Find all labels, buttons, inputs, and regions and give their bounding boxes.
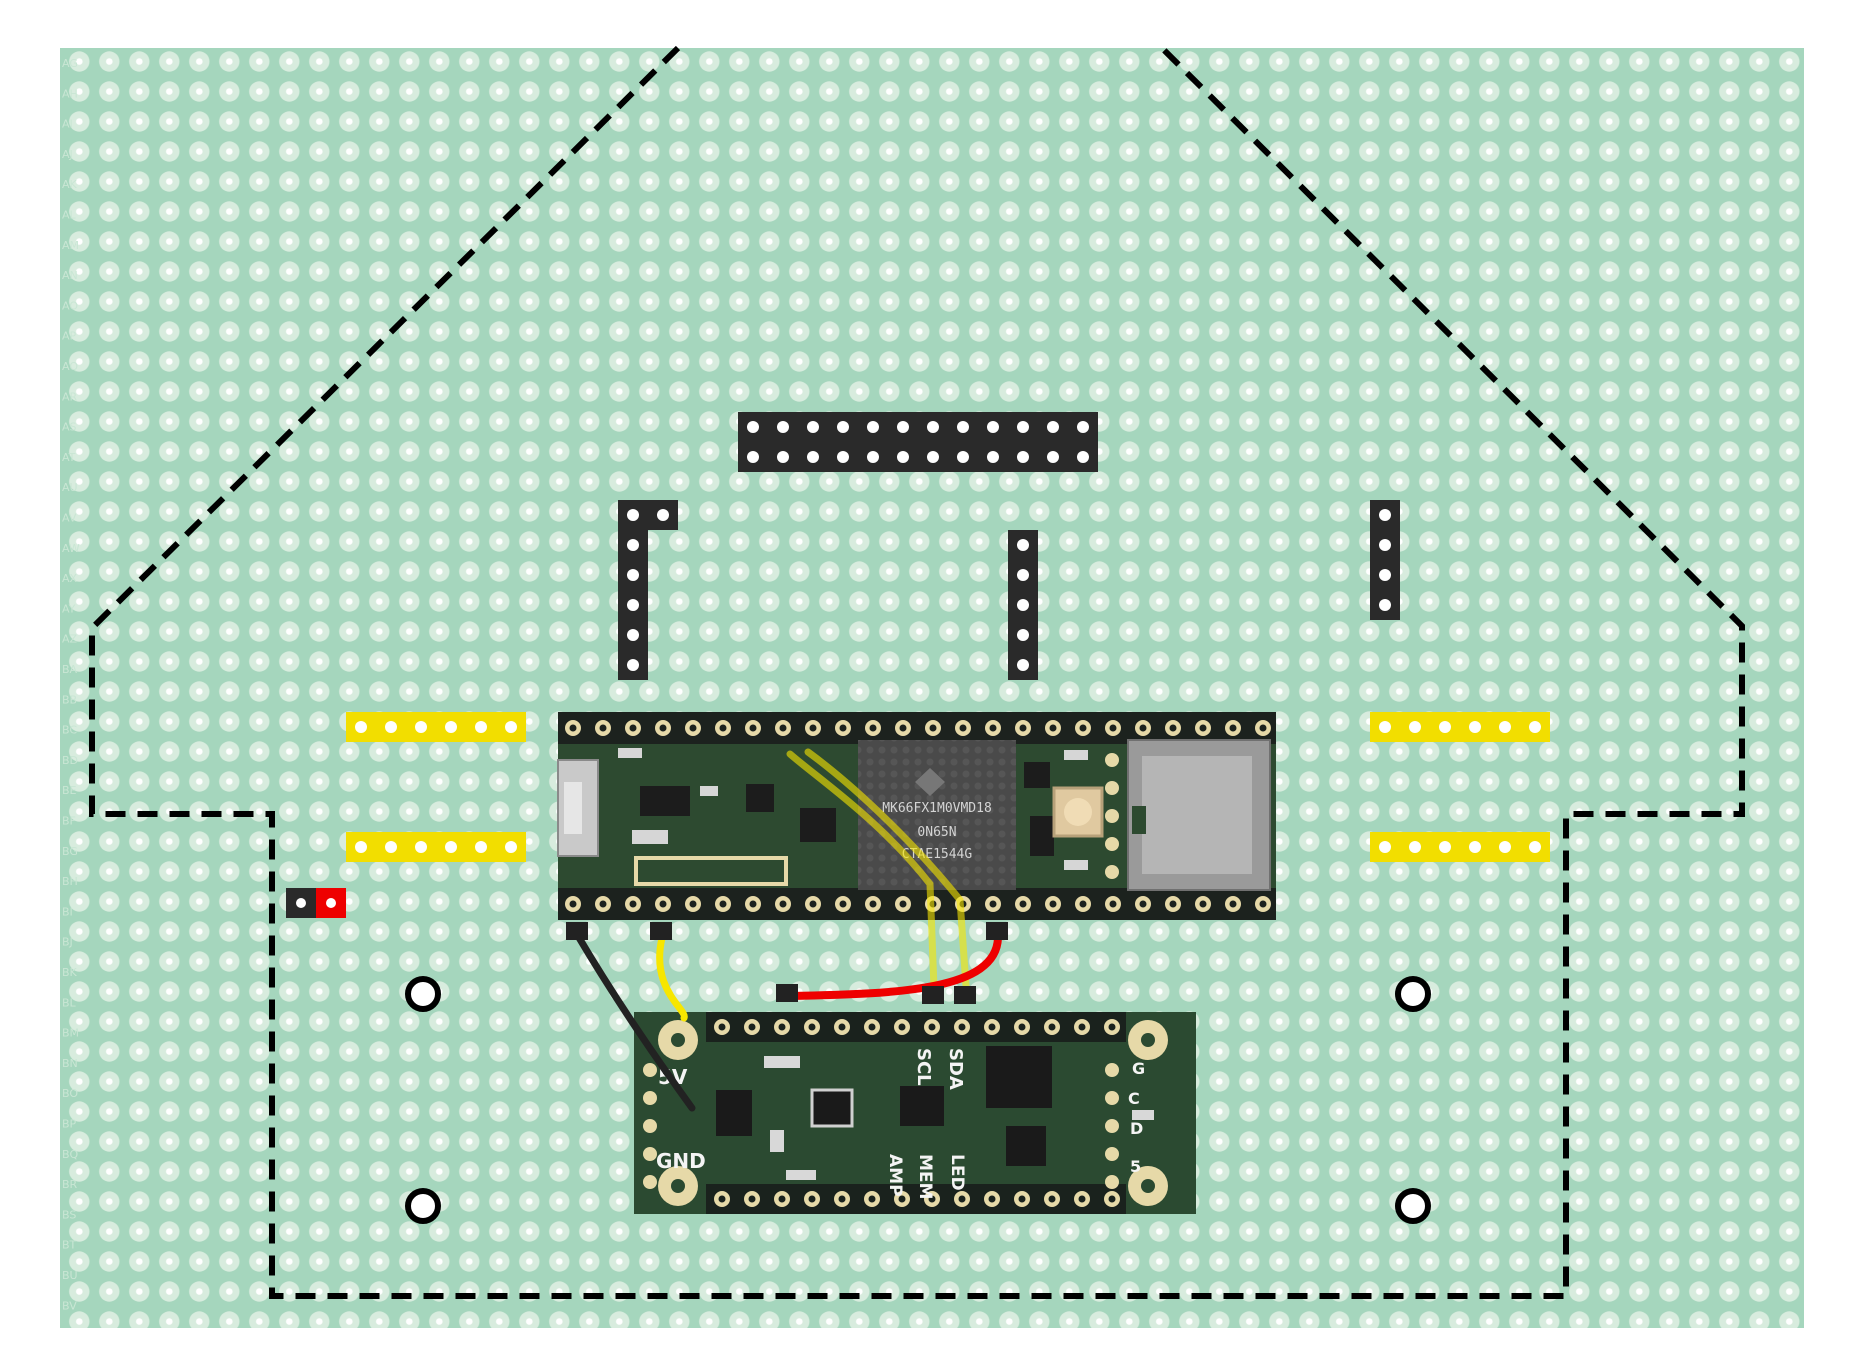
row-label: BU [62, 1269, 78, 1282]
black-headers [618, 412, 1400, 680]
label-sda: SDA [945, 1048, 966, 1090]
row-label: BD [62, 754, 78, 767]
row-label: AL [62, 209, 77, 222]
row-label: BK [62, 966, 78, 979]
row-label: AI [62, 118, 73, 131]
header-l-foot [648, 500, 678, 530]
roof-outline [89, 45, 1745, 1299]
row-label: AY [62, 602, 76, 615]
power-connector [286, 888, 346, 918]
header-l-vertical [618, 500, 648, 680]
enclosure-outline [89, 45, 1745, 1299]
row-label: AV [62, 512, 77, 525]
audio-adaptor-board: 5V GND SCL SDA AMP MEM LED G C D 5 [634, 1012, 1196, 1214]
teensy-pins [565, 720, 1271, 912]
row-label: BM [62, 1027, 79, 1040]
row-label: AT [62, 451, 76, 464]
row-label: BH [62, 875, 78, 888]
row-label: AG [62, 57, 78, 70]
label-amp: AMP [885, 1154, 905, 1197]
row-label: BQ [62, 1148, 79, 1161]
label-mem: MEM [915, 1154, 935, 1199]
wires [566, 748, 1008, 1112]
header-1x5 [1008, 530, 1038, 680]
chip-label-line1: MK66FX1M0VMD18 [882, 801, 992, 816]
header-1x4 [1370, 500, 1400, 620]
label-gnd: GND [656, 1149, 706, 1173]
wire-end [954, 986, 976, 1004]
label-g: G [1132, 1059, 1145, 1078]
row-label: BO [62, 1087, 78, 1100]
yellow-header-left-top [346, 712, 526, 742]
row-label: BA [62, 663, 78, 676]
wire-end [986, 922, 1008, 940]
row-label: BJ [62, 936, 73, 949]
row-label: BV [62, 1299, 77, 1312]
row-label: AH [62, 87, 78, 100]
wire-red [786, 934, 1002, 1000]
row-label: AK [62, 178, 78, 191]
teensy-board: MK66FX1M0VMD18 0N65N CTAE1544G [557, 712, 1276, 920]
mounting-holes [405, 976, 1431, 1224]
mounting-hole [405, 1188, 441, 1224]
row-label: BB [62, 693, 77, 706]
yellow-header-right-top [1370, 712, 1550, 742]
row-label: BF [62, 815, 76, 828]
row-label: AP [62, 330, 77, 343]
mounting-hole [1395, 1188, 1431, 1224]
wire-end [922, 986, 944, 1004]
row-label: BI [62, 905, 73, 918]
mounting-hole [405, 976, 441, 1012]
yellow-header-left-bottom [346, 832, 526, 862]
label-c: C [1128, 1089, 1140, 1108]
wire-yellow [656, 934, 688, 1022]
wire-yellow [786, 750, 938, 992]
row-label: BS [62, 1208, 76, 1221]
yellow-headers [346, 712, 1550, 862]
row-label: AQ [62, 360, 78, 373]
audio-pins [643, 1019, 1120, 1207]
label-d: D [1130, 1119, 1143, 1138]
row-label: AW [62, 542, 80, 555]
wire-end [776, 984, 798, 1002]
row-label: BN [62, 1057, 78, 1070]
row-label: BG [62, 845, 78, 858]
wire-end [566, 922, 588, 940]
row-label: BE [62, 784, 77, 797]
yellow-header-right-bottom [1370, 832, 1550, 862]
header-2x12 [738, 412, 1098, 472]
pin-row-inner [634, 856, 788, 886]
row-labels: AG AH AI AJ AK AL AM AN AO AP AQ AR AS AT AU AV AW AX AY AZ… [62, 57, 80, 1312]
row-label: AZ [62, 633, 78, 646]
row-label: BL [62, 996, 77, 1009]
label-5: 5 [1130, 1157, 1141, 1176]
chip-label-line2: 0N65N [917, 825, 956, 840]
label-led: LED [947, 1154, 967, 1191]
wire-black [574, 932, 696, 1112]
row-label: BP [62, 1118, 77, 1131]
wire-end [650, 922, 672, 940]
row-label: AM [62, 239, 79, 252]
wire-yellow [804, 748, 970, 990]
row-label: AN [62, 269, 78, 282]
row-label: AS [62, 421, 77, 434]
row-label: AO [62, 299, 78, 312]
row-label: BC [62, 724, 77, 737]
row-label: BR [62, 1178, 78, 1191]
row-label: AX [62, 572, 78, 585]
mounting-hole [1395, 976, 1431, 1012]
row-label: AU [62, 481, 78, 494]
label-scl: SCL [913, 1048, 934, 1086]
row-label: BT [62, 1239, 77, 1252]
row-label: AJ [62, 148, 73, 161]
row-label: AR [62, 390, 78, 403]
